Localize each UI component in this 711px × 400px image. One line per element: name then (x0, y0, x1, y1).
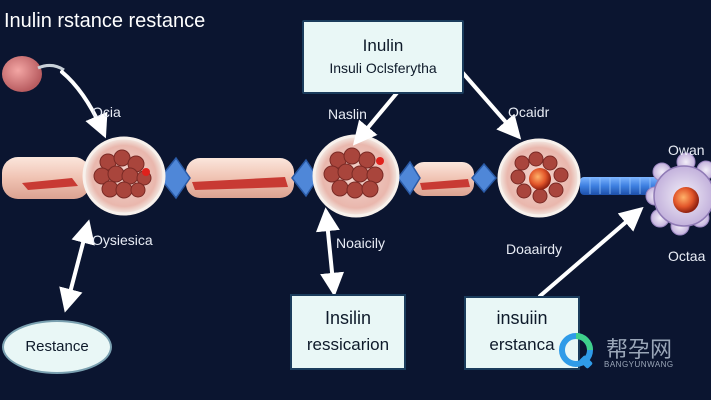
cell-2 (312, 134, 400, 218)
watermark-subtitle: BANGYUNWANG (604, 360, 674, 369)
receptor-cell (645, 152, 711, 236)
organ-icon (2, 56, 65, 92)
pathway-arrows (59, 70, 644, 313)
top-box-title: Inulin (362, 36, 404, 55)
resistance-oval-label: Restance (25, 338, 89, 355)
resistance-oval: Restance (2, 320, 112, 374)
cell-1 (82, 136, 166, 216)
label-doaairdy: Doaairdy (506, 241, 563, 257)
watermark-logo-icon (559, 333, 593, 369)
nucleus (529, 168, 551, 190)
insulin-box-middle: Insilin ressicarion (290, 294, 406, 370)
receptor-pipe (580, 177, 664, 195)
label-noaicily: Noaicily (336, 235, 386, 251)
label-ocia: Ocia (92, 104, 121, 120)
label-ocaidr: Ocaidr (508, 104, 550, 120)
watermark: 帮孕网 BANGYUNWANG (558, 330, 708, 374)
diagram-title: Inulin rstance restance (4, 10, 206, 32)
insulin-box-right-line2: erstanca (489, 335, 555, 354)
insulin-box-middle-line1: Insilin (324, 308, 372, 328)
watermark-title: 帮孕网 (606, 337, 673, 362)
label-oysiesica: Oysiesica (92, 232, 153, 248)
insulin-box-right: insuiin erstanca (464, 296, 580, 370)
cell-3 (497, 138, 581, 218)
tissue-tube (2, 157, 474, 199)
label-octaa: Octaa (668, 248, 706, 264)
insulin-box-middle-line2: ressicarion (306, 335, 390, 354)
top-label-box: Inulin Insuli Oclsferytha (302, 20, 464, 94)
label-naslin: Naslin (328, 106, 367, 122)
label-owan: Owan (668, 142, 705, 158)
top-box-subtitle: Insuli Oclsferytha (329, 60, 437, 76)
insulin-box-right-line1: insuiin (496, 308, 548, 328)
